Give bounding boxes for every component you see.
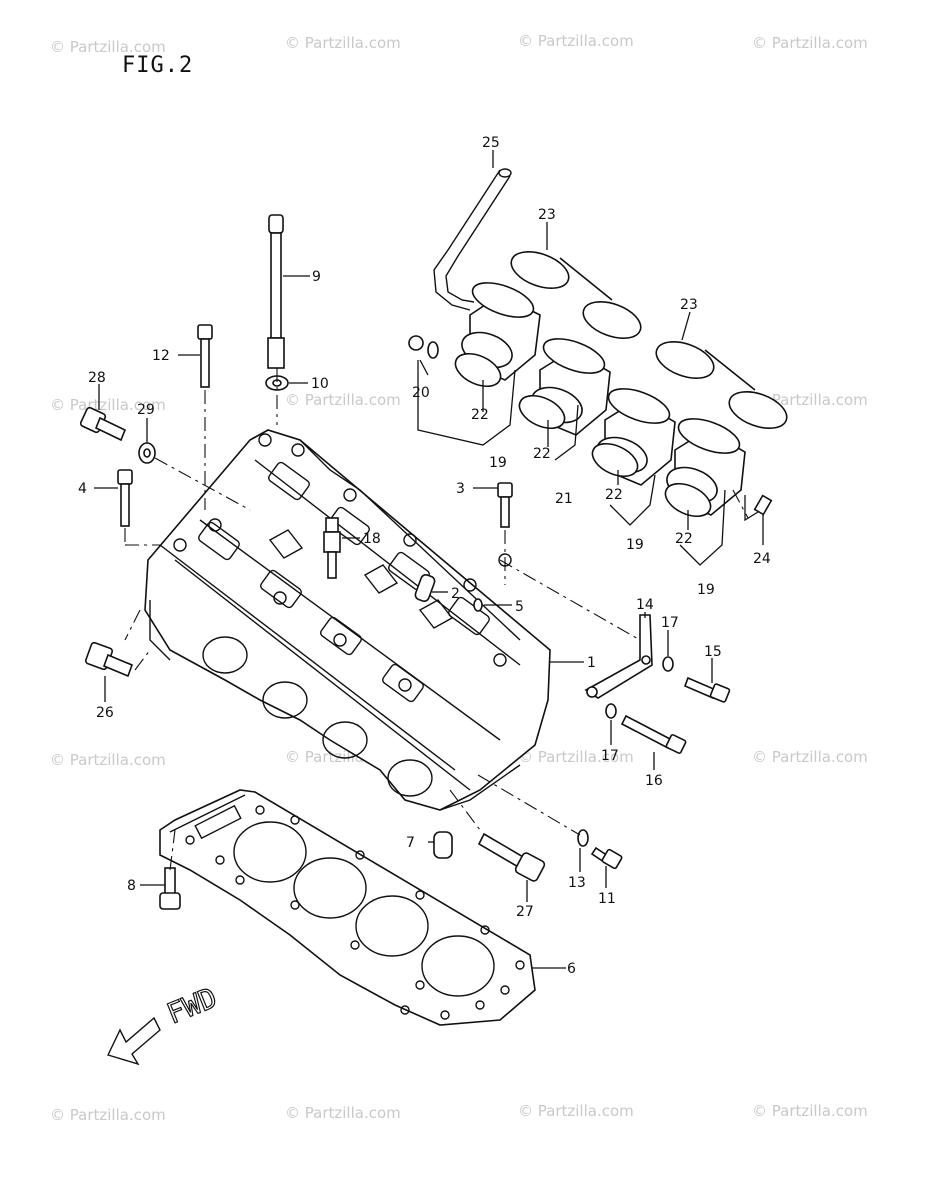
watermark: © Partzilla.com [752,748,868,766]
callout-27: 27 [516,904,534,920]
callout-labels: 25 23 23 9 12 10 28 29 20 22 19 22 21 4 … [78,135,771,977]
callout-6: 6 [567,961,576,977]
bolt [197,324,213,388]
washer [473,598,483,612]
leader-lines [94,150,764,969]
breather-hose [433,168,512,311]
bolt [159,867,181,910]
bracket [584,614,653,699]
bolt [117,469,133,527]
bolt [84,641,134,678]
watermark: © Partzilla.com [285,391,401,409]
callout-16: 16 [645,773,663,789]
washer [605,703,617,719]
callout-24: 24 [753,551,771,567]
figure-title: FIG.2 [122,53,193,78]
bolt [477,832,546,882]
callout-14: 14 [636,597,654,613]
watermark: © Partzilla.com [518,1102,634,1120]
watermark: © Partzilla.com [518,748,634,766]
callout-8: 8 [127,878,136,894]
watermark: © Partzilla.com [50,751,166,769]
watermark: © Partzilla.com [752,1102,868,1120]
watermark: © Partzilla.com [285,1104,401,1122]
callout-23: 23 [680,297,698,313]
dowel-pin [433,831,453,859]
callout-22: 22 [675,531,693,547]
watermarks: © Partzilla.com © Partzilla.com © Partzi… [50,32,868,1124]
watermark: © Partzilla.com [50,1106,166,1124]
bolt [79,406,127,442]
callout-22: 22 [471,407,489,423]
washer [577,829,589,847]
callout-4: 4 [78,481,87,497]
callout-9: 9 [312,269,321,285]
bolt [497,482,513,528]
callout-1: 1 [587,655,596,671]
callout-26: 26 [96,705,114,721]
spark-plug [323,517,341,579]
bolt [590,846,623,870]
callout-23: 23 [538,207,556,223]
callout-10: 10 [311,376,329,392]
callout-13: 13 [568,875,586,891]
callout-29: 29 [137,402,155,418]
callout-19: 19 [697,582,715,598]
washer [138,442,156,464]
callout-25: 25 [482,135,500,151]
washer [265,375,289,391]
callout-5: 5 [515,599,524,615]
watermark: © Partzilla.com [518,32,634,50]
callout-21: 21 [555,491,573,507]
forward-arrow: FWD [107,980,222,1066]
callout-2: 2 [451,586,460,602]
watermark: © Partzilla.com [285,34,401,52]
head-bolt-long [267,214,285,369]
callout-7: 7 [406,835,415,851]
callout-12: 12 [152,348,170,364]
bolt [620,714,687,754]
callout-11: 11 [598,891,616,907]
callout-22: 22 [533,446,551,462]
callout-28: 28 [88,370,106,386]
alignment-lines [124,368,749,871]
cylinder-head [144,429,551,811]
cylinder-head-gasket [159,789,536,1026]
watermark: © Partzilla.com [752,391,868,409]
callout-19: 19 [626,537,644,553]
callout-3: 3 [456,481,465,497]
callout-22: 22 [605,487,623,503]
bolt [683,676,731,703]
washer [662,656,674,672]
callout-18: 18 [363,531,381,547]
watermark: © Partzilla.com [50,396,166,414]
pin [414,573,436,603]
callout-15: 15 [704,644,722,660]
callout-20: 20 [412,385,430,401]
intake-pipes [408,250,788,518]
watermark: © Partzilla.com [752,34,868,52]
callout-17: 17 [601,748,619,764]
forward-label: FWD [162,981,221,1031]
callout-19: 19 [489,455,507,471]
watermark: © Partzilla.com [50,38,166,56]
callout-17: 17 [661,615,679,631]
